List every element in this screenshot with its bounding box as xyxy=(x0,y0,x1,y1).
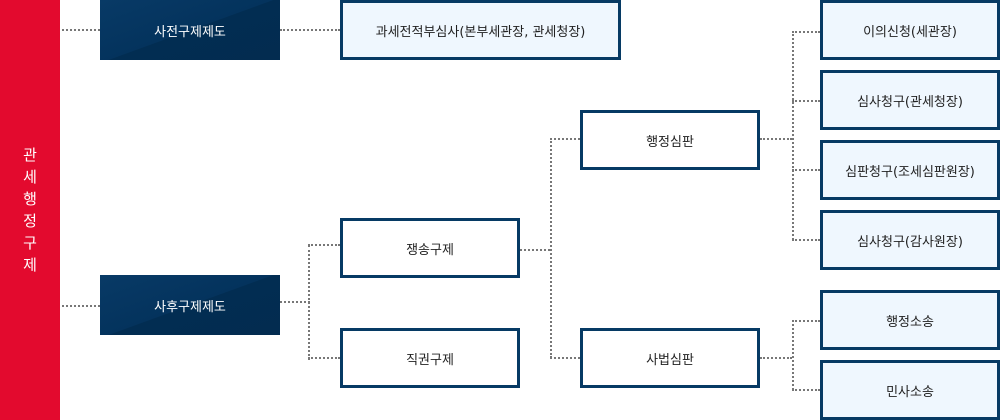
administrative-trial-box: 행정심판 xyxy=(580,110,760,170)
root-label-bar: 관세행정구제 xyxy=(0,0,60,420)
admin-item-label: 이의신청(세관장) xyxy=(863,24,957,40)
admin-item-label: 심사청구(감사원장) xyxy=(857,234,963,250)
connector xyxy=(550,138,552,358)
dispute-relief-box: 쟁송구제 xyxy=(340,218,520,278)
dispute-relief-label: 쟁송구제 xyxy=(406,242,454,258)
connector xyxy=(760,357,792,359)
admin-item-box: 심사청구(관세청장) xyxy=(820,70,1000,130)
connector xyxy=(62,305,100,307)
post-relief-label: 사후구제제도 xyxy=(154,299,226,315)
judicial-item-box: 민사소송 xyxy=(820,360,1000,420)
connector xyxy=(792,169,820,171)
post-relief-box: 사후구제제도 xyxy=(100,275,280,335)
connector xyxy=(792,31,794,240)
admin-item-box: 이의신청(세관장) xyxy=(820,0,1000,60)
connector xyxy=(520,249,550,251)
pre-relief-box: 사전구제제도 xyxy=(100,0,280,60)
connector xyxy=(280,301,310,303)
connector xyxy=(792,239,820,241)
connector xyxy=(760,138,792,140)
connector xyxy=(792,320,794,390)
connector xyxy=(792,389,820,391)
judicial-item-label: 행정소송 xyxy=(886,314,934,330)
connector xyxy=(792,31,820,33)
connector xyxy=(62,29,100,31)
connector xyxy=(280,29,340,31)
admin-item-label: 심판청구(조세심판원장) xyxy=(845,164,975,180)
connector xyxy=(308,245,310,360)
judicial-trial-label: 사법심판 xyxy=(646,352,694,368)
pre-relief-label: 사전구제제도 xyxy=(154,24,226,40)
admin-item-box: 심사청구(감사원장) xyxy=(820,210,1000,270)
connector xyxy=(308,244,340,246)
judicial-trial-box: 사법심판 xyxy=(580,328,760,388)
connector xyxy=(308,357,340,359)
administrative-trial-label: 행정심판 xyxy=(646,134,694,150)
ex-officio-relief-box: 직권구제 xyxy=(340,328,520,388)
connector xyxy=(792,100,820,102)
connector xyxy=(550,357,580,359)
judicial-item-box: 행정소송 xyxy=(820,290,1000,350)
admin-item-box: 심판청구(조세심판원장) xyxy=(820,140,1000,200)
ex-officio-relief-label: 직권구제 xyxy=(406,352,454,368)
pre-assessment-review-box: 과세전적부심사(본부세관장, 관세청장) xyxy=(340,0,621,60)
admin-item-label: 심사청구(관세청장) xyxy=(857,94,963,110)
judicial-item-label: 민사소송 xyxy=(886,384,934,400)
connector xyxy=(792,320,820,322)
pre-assessment-review-label: 과세전적부심사(본부세관장, 관세청장) xyxy=(375,24,586,40)
connector xyxy=(550,138,580,140)
root-label: 관세행정구제 xyxy=(23,146,37,274)
